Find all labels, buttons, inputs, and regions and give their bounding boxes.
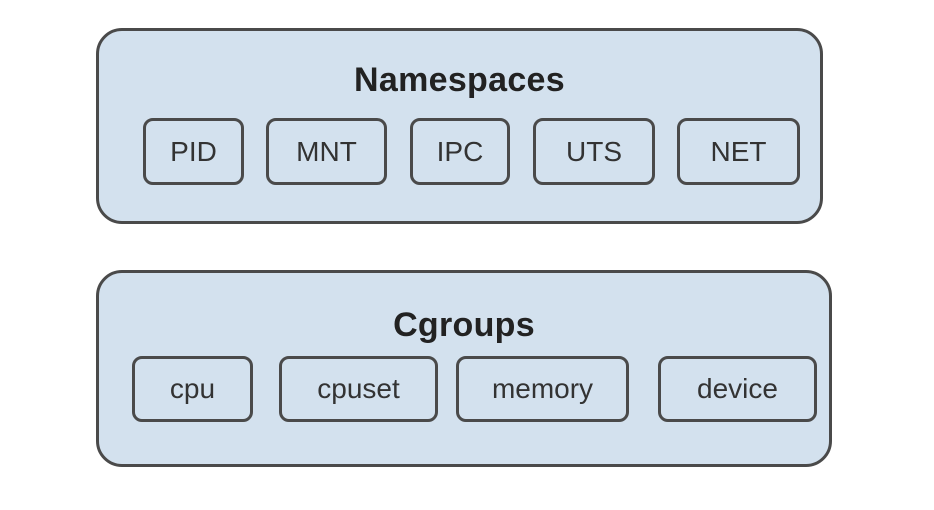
- cgroup-item-cpu: cpu: [132, 356, 253, 422]
- namespace-item-pid: PID: [143, 118, 244, 185]
- namespaces-title: Namespaces: [354, 61, 565, 99]
- namespace-item-mnt: MNT: [266, 118, 387, 185]
- namespace-item-uts: UTS: [533, 118, 655, 185]
- cgroups-group: Cgroups cpu cpuset memory device: [96, 270, 832, 467]
- cgroup-item-device: device: [658, 356, 817, 422]
- cgroups-title: Cgroups: [393, 306, 535, 344]
- cgroup-item-cpuset: cpuset: [279, 356, 438, 422]
- namespace-item-net: NET: [677, 118, 800, 185]
- namespace-item-ipc: IPC: [410, 118, 510, 185]
- cgroup-item-memory: memory: [456, 356, 629, 422]
- namespaces-group: Namespaces PID MNT IPC UTS NET: [96, 28, 823, 224]
